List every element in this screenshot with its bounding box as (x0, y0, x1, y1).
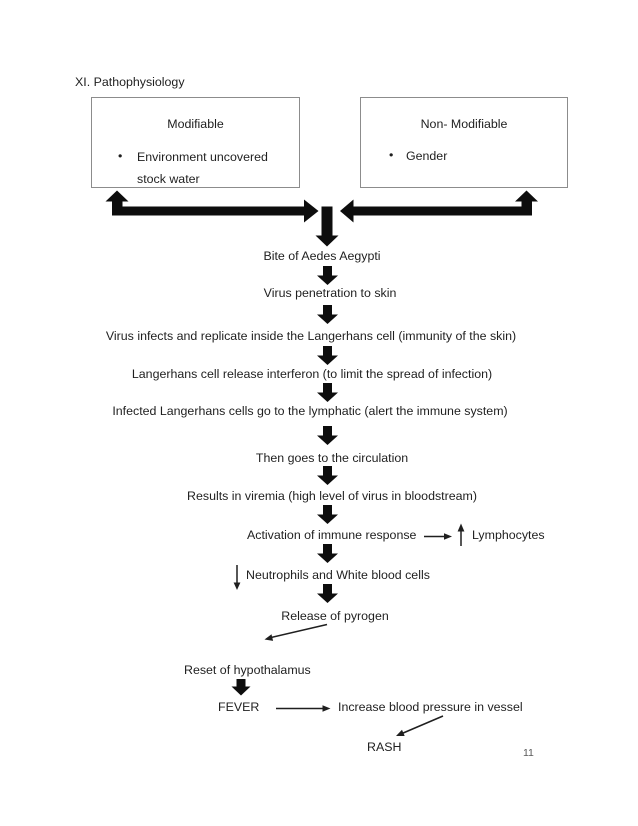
flow-label-lymphocytes: Lymphocytes (472, 528, 545, 542)
bullet-icon: • (118, 149, 123, 163)
modifiable-bullet-line2: stock water (137, 172, 200, 186)
bullet-icon: • (389, 148, 394, 162)
flow-down-arrow (317, 266, 338, 285)
flow-down-arrow (317, 346, 338, 365)
bp-to-rash-arrow (396, 715, 444, 736)
flow-down-arrow (317, 383, 338, 402)
modifiable-branch-arrow (105, 190, 319, 223)
flow-down-arrow (317, 544, 338, 563)
flow-down-arrow (317, 505, 338, 524)
flow-down-arrow (317, 584, 338, 603)
flow-step-bite: Bite of Aedes Aegypti (263, 249, 381, 263)
non-modifiable-box: Non- Modifiable • Gender (360, 97, 568, 188)
modifiable-bullet-line1: Environment uncovered (137, 150, 268, 164)
pyrogen-branch-arrow (264, 623, 328, 641)
non-modifiable-bullet: Gender (406, 149, 448, 163)
flow-step-rash: RASH (367, 740, 402, 754)
flow-step-interferon: Langerhans cell release interferon (to l… (131, 367, 493, 381)
flow-step-fever: FEVER (218, 700, 260, 714)
flow-step-lymphatic: Infected Langerhans cells go to the lymp… (112, 404, 508, 418)
flow-step-penetration: Virus penetration to skin (263, 286, 397, 300)
fever-down-arrow (231, 679, 251, 696)
non-modifiable-branch-arrow (340, 190, 538, 223)
page-number: 11 (523, 747, 534, 759)
fever-to-bp-arrow (276, 705, 331, 712)
modifiable-heading: Modifiable (167, 117, 224, 131)
flow-step-activation: Activation of immune response (247, 528, 417, 542)
non-modifiable-heading: Non- Modifiable (420, 117, 508, 131)
merge-down-arrow (315, 206, 339, 247)
flow-step-hypothalamus: Reset of hypothalamus (184, 663, 311, 677)
flow-step-viremia: Results in viremia (high level of virus … (187, 489, 477, 503)
flow-down-arrow (317, 305, 338, 324)
modifiable-box: Modifiable • Environment uncovered stock… (91, 97, 300, 188)
flow-step-neutrophils: Neutrophils and White blood cells (246, 568, 430, 582)
flow-down-arrow (317, 426, 338, 445)
page-title: XI. Pathophysiology (75, 75, 185, 89)
flow-step-circulation: Then goes to the circulation (255, 451, 409, 465)
flow-step-infects: Virus infects and replicate inside the L… (105, 329, 517, 343)
immune-response-arrow (424, 533, 452, 540)
neutrophils-down-arrow (233, 565, 241, 590)
flow-down-arrow (317, 466, 338, 485)
flow-step-blood-pressure: Increase blood pressure in vessel (338, 700, 523, 714)
lymphocytes-up-arrow (457, 523, 465, 546)
flow-step-pyrogen: Release of pyrogen (281, 609, 389, 623)
